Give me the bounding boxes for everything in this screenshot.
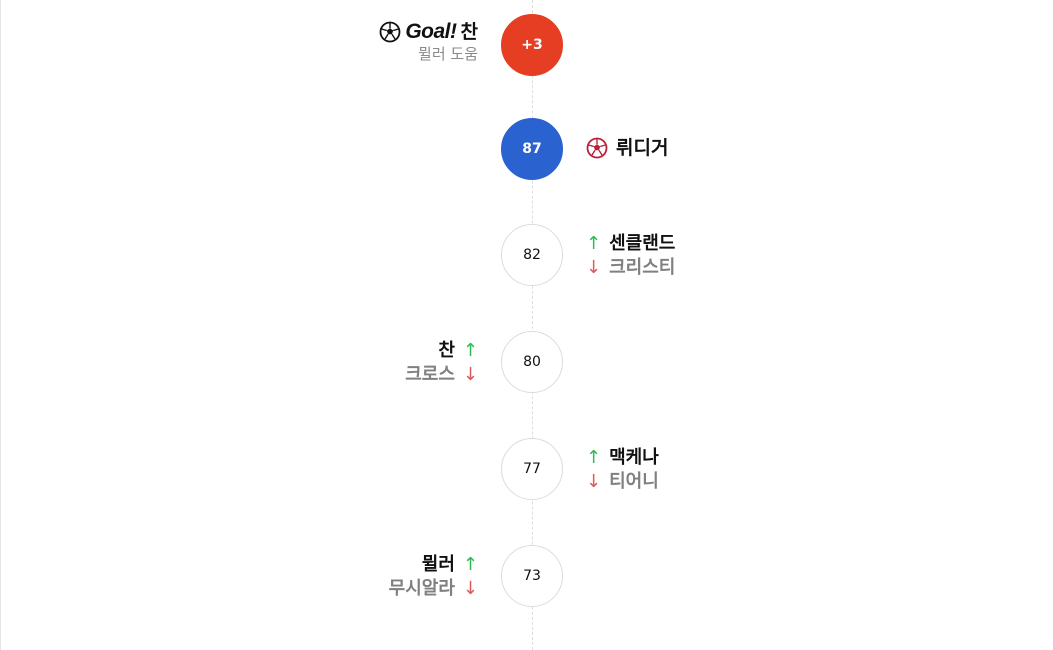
- sub-out-row: ↓ 크리스티: [586, 256, 675, 280]
- minute-badge: 73: [501, 545, 563, 607]
- timeline-event-substitution: 찬 ↑ 크로스 ↓ 80: [0, 331, 1053, 395]
- minute-badge: 80: [501, 331, 563, 393]
- timeline-line: [532, 0, 533, 650]
- arrow-up-icon: ↑: [586, 447, 602, 468]
- arrow-up-icon: ↑: [462, 340, 478, 361]
- timeline-event-substitution: 뮐러 ↑ 무시알라 ↓ 73: [0, 545, 1053, 609]
- timeline-event-substitution: 82 ↑ 센클랜드 ↓ 크리스티: [0, 224, 1053, 288]
- sub-in-row: 찬 ↑: [438, 339, 478, 363]
- arrow-down-icon: ↓: [462, 578, 478, 599]
- sub-out-row: 크로스 ↓: [405, 363, 478, 387]
- player-out-name[interactable]: 무시알라: [388, 578, 455, 599]
- arrow-down-icon: ↓: [586, 471, 602, 492]
- sub-in-row: ↑ 센클랜드: [586, 232, 675, 256]
- sub-out-row: ↓ 티어니: [586, 470, 659, 494]
- goal-headline: Goal! 찬: [379, 20, 478, 44]
- goal-details: Goal! 찬 뮐러 도움: [379, 20, 478, 64]
- sub-out-row: 무시알라 ↓: [389, 577, 478, 601]
- arrow-down-icon: ↓: [462, 364, 478, 385]
- soccer-ball-icon: [379, 21, 401, 43]
- goal-assist-text: 뮐러 도움: [418, 45, 478, 63]
- arrow-up-icon: ↑: [462, 554, 478, 575]
- minute-badge: 82: [501, 224, 563, 286]
- player-out-name[interactable]: 크리스티: [609, 257, 676, 278]
- substitution-details: 뮐러 ↑ 무시알라 ↓: [389, 553, 478, 601]
- own-goal-headline: 뤼디거: [586, 136, 668, 160]
- substitution-details: ↑ 맥케나 ↓ 티어니: [586, 446, 659, 494]
- soccer-ball-red-icon: [586, 137, 608, 159]
- timeline-event-substitution: 77 ↑ 맥케나 ↓ 티어니: [0, 438, 1053, 502]
- player-in-name[interactable]: 찬: [438, 340, 455, 361]
- arrow-up-icon: ↑: [586, 233, 602, 254]
- arrow-down-icon: ↓: [586, 257, 602, 278]
- timeline-event-goal: Goal! 찬 뮐러 도움 +3: [0, 14, 1053, 78]
- sub-in-row: 뮐러 ↑: [422, 553, 478, 577]
- player-in-name[interactable]: 맥케나: [609, 447, 659, 468]
- own-goal-scorer-name[interactable]: 뤼디거: [616, 137, 669, 159]
- minute-badge: 77: [501, 438, 563, 500]
- substitution-details: 찬 ↑ 크로스 ↓: [405, 339, 478, 387]
- player-out-name[interactable]: 티어니: [609, 471, 659, 492]
- sub-in-row: ↑ 맥케나: [586, 446, 659, 470]
- page-left-border: [0, 0, 1, 650]
- player-in-name[interactable]: 센클랜드: [609, 233, 676, 254]
- substitution-details: ↑ 센클랜드 ↓ 크리스티: [586, 232, 675, 280]
- timeline-event-own-goal: 87 뤼디거: [0, 118, 1053, 182]
- own-goal-details: 뤼디거: [586, 136, 668, 160]
- minute-badge: +3: [501, 14, 563, 76]
- player-out-name[interactable]: 크로스: [405, 364, 455, 385]
- player-in-name[interactable]: 뮐러: [421, 554, 455, 575]
- goal-label: Goal!: [405, 20, 457, 43]
- minute-badge: 87: [501, 118, 563, 180]
- goal-scorer-name[interactable]: 찬: [460, 21, 478, 43]
